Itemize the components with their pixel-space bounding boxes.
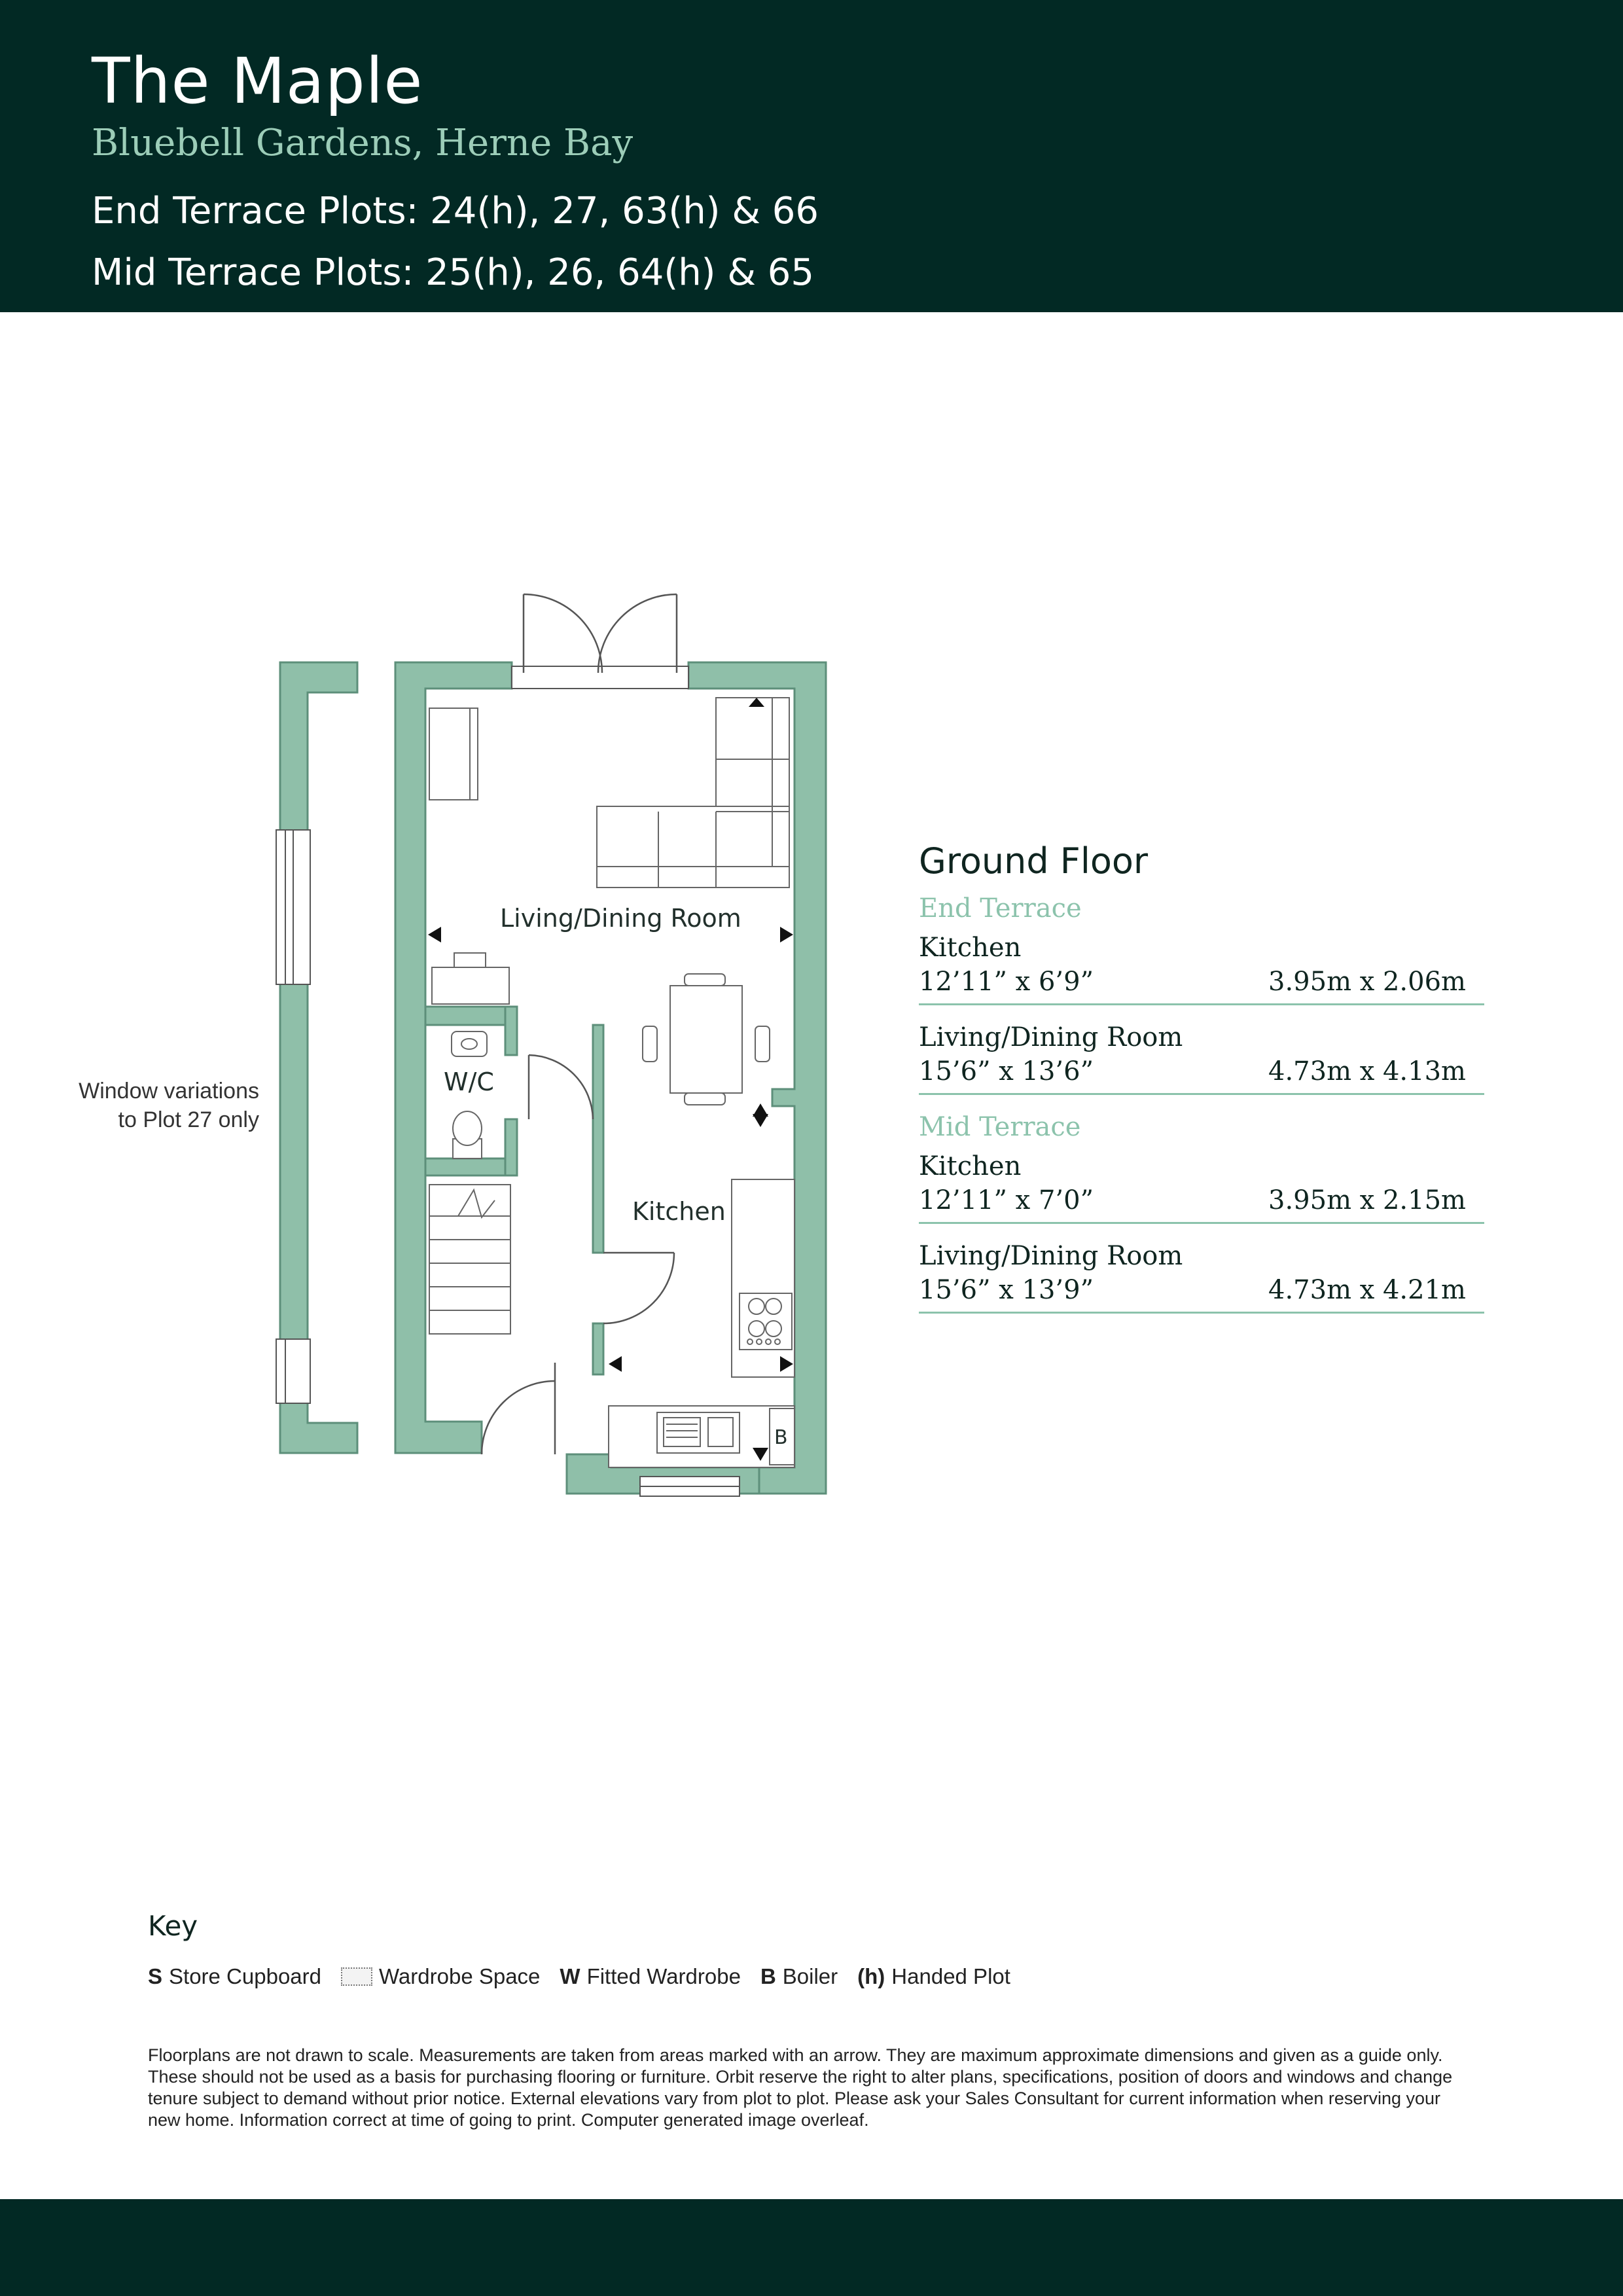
mid-terrace-label: Mid Terrace — [919, 1112, 1081, 1142]
key-code: B — [760, 1964, 776, 1988]
right-wall — [687, 661, 827, 1495]
key-label: Handed Plot — [891, 1964, 1010, 1988]
kitchen-partition — [592, 1024, 605, 1254]
room-label-living: Living/Dining Room — [500, 904, 741, 933]
development-name: Bluebell Gardens, Herne Bay — [92, 122, 633, 164]
room-dimensions: Ground Floor End Terrace Kitchen 12’11” … — [919, 840, 1484, 1331]
room-label-wc: W/C — [444, 1067, 494, 1096]
room-label-kitchen: Kitchen — [632, 1197, 726, 1226]
mid-terrace-living: Living/Dining Room 15’6” x 13’9” 4.73m x… — [919, 1241, 1484, 1314]
boiler-label: B — [774, 1426, 788, 1449]
window-variation-line2: to Plot 27 only — [118, 1107, 259, 1132]
end-terrace-kitchen: Kitchen 12’11” x 6’9” 3.95m x 2.06m — [919, 933, 1484, 1005]
wc-top-wall — [424, 1005, 518, 1026]
metric-size: 3.95m x 2.15m — [1268, 1185, 1466, 1215]
key-title: Key — [148, 1910, 198, 1942]
key-code: W — [560, 1964, 580, 1988]
room-name: Kitchen — [919, 933, 1022, 963]
measurement-arrows — [428, 698, 793, 1461]
footer-bar — [0, 2199, 1623, 2296]
metric-size: 4.73m x 4.13m — [1268, 1056, 1466, 1086]
key-label: Boiler — [782, 1964, 838, 1988]
patio-doors — [522, 593, 678, 673]
furniture — [429, 697, 795, 1468]
imperial-size: 15’6” x 13’9” — [919, 1275, 1094, 1305]
key-boiler: B Boiler — [760, 1964, 838, 1989]
key-label: Wardrobe Space — [379, 1964, 541, 1988]
room-name: Living/Dining Room — [919, 1022, 1183, 1052]
imperial-size: 12’11” x 6’9” — [919, 967, 1094, 997]
header-banner: The Maple Bluebell Gardens, Herne Bay En… — [0, 0, 1623, 312]
room-name: Living/Dining Room — [919, 1241, 1183, 1271]
key-label: Fitted Wardrobe — [586, 1964, 741, 1988]
end-terrace-plots: End Terrace Plots: 24(h), 27, 63(h) & 66 — [92, 190, 819, 232]
key-wardrobe-space: Wardrobe Space — [341, 1964, 540, 1989]
key-legend: Key S Store Cupboard Wardrobe Space W Fi… — [148, 1910, 1030, 1989]
end-terrace-label: End Terrace — [919, 893, 1082, 924]
alt-window-wall — [279, 661, 359, 1454]
wardrobe-space-swatch — [341, 1967, 372, 1986]
window-variation-note: Window variations to Plot 27 only — [39, 1077, 259, 1134]
metric-size: 4.73m x 4.21m — [1268, 1275, 1466, 1305]
end-terrace-living: Living/Dining Room 15’6” x 13’6” 4.73m x… — [919, 1022, 1484, 1095]
metric-size: 3.95m x 2.06m — [1268, 967, 1466, 997]
key-store-cupboard: S Store Cupboard — [148, 1964, 321, 1989]
key-fitted-wardrobe: W Fitted Wardrobe — [560, 1964, 741, 1989]
mid-terrace-plots: Mid Terrace Plots: 25(h), 26, 64(h) & 65 — [92, 251, 815, 294]
key-code: (h) — [857, 1964, 885, 1988]
wc-bottom-wall — [424, 1157, 518, 1177]
window-variation-line1: Window variations — [79, 1079, 259, 1103]
floor-title: Ground Floor — [919, 840, 1149, 882]
imperial-size: 12’11” x 7’0” — [919, 1185, 1094, 1215]
key-label: Store Cupboard — [169, 1964, 321, 1988]
mid-terrace-kitchen: Kitchen 12’11” x 7’0” 3.95m x 2.15m — [919, 1151, 1484, 1224]
patio-doors-frame — [511, 666, 689, 689]
key-handed-plot: (h) Handed Plot — [857, 1964, 1010, 1989]
room-name: Kitchen — [919, 1151, 1022, 1181]
imperial-size: 15’6” x 13’6” — [919, 1056, 1094, 1086]
page-title: The Maple — [92, 45, 423, 118]
key-code: S — [148, 1964, 163, 1988]
disclaimer-text: Floorplans are not drawn to scale. Measu… — [148, 2045, 1453, 2130]
window-left-alt-lower — [276, 1338, 311, 1404]
